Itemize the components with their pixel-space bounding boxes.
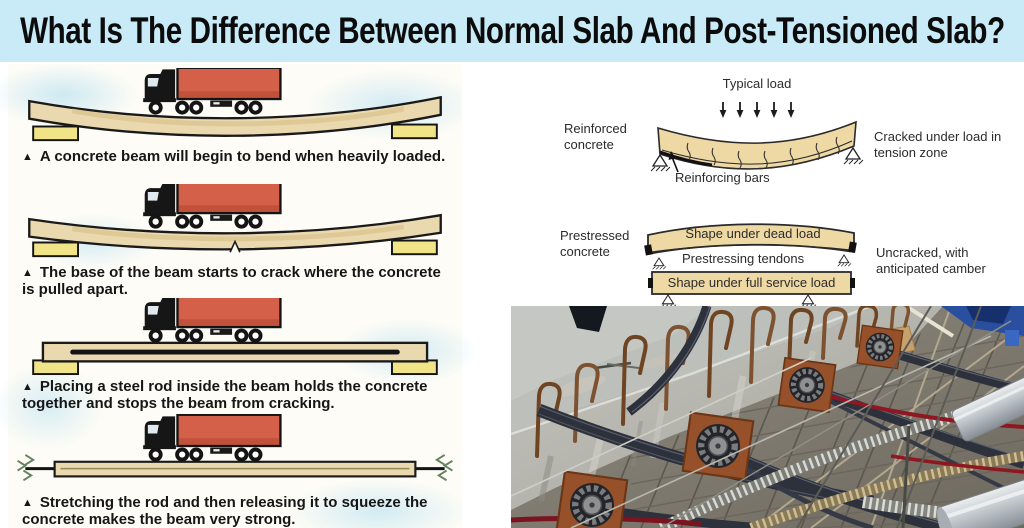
- silver-sleeve: [951, 370, 1024, 442]
- label-typical-load: Typical load: [722, 76, 792, 91]
- caption-1: ▲ A concrete beam will begin to bend when…: [22, 148, 454, 165]
- caption-4: ▲Stretching the rod and then releasing i…: [22, 494, 454, 528]
- tendon-line: [651, 244, 851, 253]
- title-bar: What Is The Difference Between Normal Sl…: [0, 0, 1024, 62]
- blue-tarp-shadow: [966, 306, 1011, 324]
- caption-text: Stretching the rod and then releasing it…: [22, 494, 428, 528]
- cartoon-panel-1: ▲ A concrete beam will begin to bend when…: [8, 68, 462, 165]
- anchor-head: [557, 472, 628, 528]
- service-support-right: [800, 294, 817, 306]
- post-tensioning-photo: [511, 306, 1024, 528]
- concrete-beam: [28, 95, 442, 137]
- diagram-drawing: [644, 101, 864, 306]
- beam-texture: [71, 224, 405, 242]
- service-anchor-right: [850, 278, 855, 288]
- label-prestressing-tendons: Prestressing tendons: [682, 251, 805, 266]
- scene-cracking-beam: [28, 184, 442, 258]
- triangle-marker: ▲: [22, 151, 33, 163]
- tendon-anchor-right: [848, 241, 857, 253]
- rebar-dark-end: [659, 150, 713, 167]
- cartoon-panel-4: ▲Stretching the rod and then releasing i…: [8, 414, 462, 528]
- support-left: [32, 125, 79, 142]
- page-title: What Is The Difference Between Normal Sl…: [19, 10, 1005, 51]
- anchor-head: [778, 358, 835, 412]
- truck: [141, 184, 282, 230]
- cartoon-panel-3: ▲Placing a steel rod inside the beam hol…: [8, 298, 462, 413]
- scene-bending-beam: [28, 68, 442, 142]
- squeeze-arrows-left: [17, 454, 36, 482]
- caption-3: ▲Placing a steel rod inside the beam hol…: [22, 378, 454, 413]
- label-reinforced-concrete: Reinforced concrete: [564, 121, 627, 152]
- pin-support-right: [843, 147, 864, 165]
- label-shape-dead-load: Shape under dead load: [685, 226, 821, 241]
- truck: [141, 68, 282, 116]
- loose-rods: [511, 306, 1012, 528]
- crack: [229, 239, 241, 253]
- triangle-marker: ▲: [22, 381, 33, 393]
- label-prestressed-concrete: Prestressed concrete: [560, 228, 630, 259]
- camber-support-right: [837, 254, 852, 267]
- cartoon-panel-2: ▲The base of the beam starts to crack wh…: [8, 184, 462, 299]
- squeeze-arrows-right: [434, 454, 453, 482]
- service-anchor-left: [648, 278, 653, 288]
- steel-rod: [70, 349, 400, 355]
- scene-prestressed-beam: [17, 414, 453, 482]
- load-arrows: [718, 101, 796, 119]
- label-reinforcing-bars: Reinforcing bars: [675, 170, 770, 185]
- anchor-head: [683, 413, 754, 480]
- beam-texture: [71, 106, 405, 127]
- support-right: [391, 239, 438, 256]
- triangle-marker: ▲: [22, 267, 33, 279]
- hooked-rebars: [535, 306, 911, 458]
- rebar-layer-line: [661, 140, 853, 165]
- truck: [141, 414, 282, 463]
- edge-beam-face: [511, 306, 943, 510]
- dark-cloth: [569, 306, 607, 332]
- support-right: [391, 123, 438, 140]
- photo-drawing: [511, 306, 1024, 528]
- camber-support-left: [652, 257, 667, 270]
- label-shape-full-service: Shape under full service load: [667, 275, 836, 290]
- caption-text: The base of the beam starts to crack whe…: [22, 264, 441, 299]
- cartoon-sequence: ▲ A concrete beam will begin to bend when…: [0, 64, 478, 528]
- white-stick: [907, 306, 955, 338]
- truck: [141, 298, 282, 344]
- slab-top-light: [511, 306, 711, 401]
- pin-support-left: [650, 154, 671, 172]
- caption-2: ▲The base of the beam starts to crack wh…: [22, 264, 454, 299]
- blue-object: [1005, 330, 1019, 346]
- rebar-pointer-arrow: [668, 151, 679, 173]
- concrete-diagrams: Typical load Reinforced concrete Cracked…: [462, 62, 1024, 306]
- service-support-left: [660, 294, 677, 306]
- caption-text: A concrete beam will begin to bend when …: [39, 148, 446, 165]
- tendon-anchor-left: [644, 244, 653, 256]
- triangle-marker: ▲: [22, 497, 33, 509]
- label-cracked: Cracked under load in tension zone: [874, 129, 1002, 160]
- support-left: [32, 241, 79, 258]
- scene-steel-rod-beam: [32, 298, 438, 376]
- concrete-beam: [28, 213, 442, 251]
- caption-text: Placing a steel rod inside the beam hold…: [22, 378, 428, 413]
- label-uncracked: Uncracked, with anticipated camber: [876, 245, 986, 276]
